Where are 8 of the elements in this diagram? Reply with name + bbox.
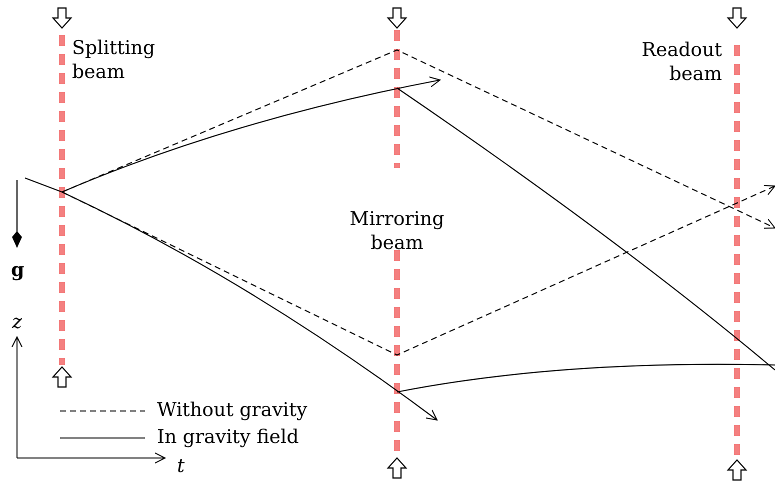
beam-label: Mirroring beam bbox=[348, 207, 446, 255]
axis-label: t bbox=[177, 454, 185, 478]
beam-label: Readout beam bbox=[640, 38, 722, 86]
legend-label: Without gravity bbox=[157, 398, 308, 422]
beam-label: Splitting beam bbox=[72, 36, 156, 84]
gravity-label: g bbox=[11, 258, 24, 282]
axis-label: z bbox=[12, 310, 22, 334]
legend-label: In gravity field bbox=[157, 425, 299, 449]
